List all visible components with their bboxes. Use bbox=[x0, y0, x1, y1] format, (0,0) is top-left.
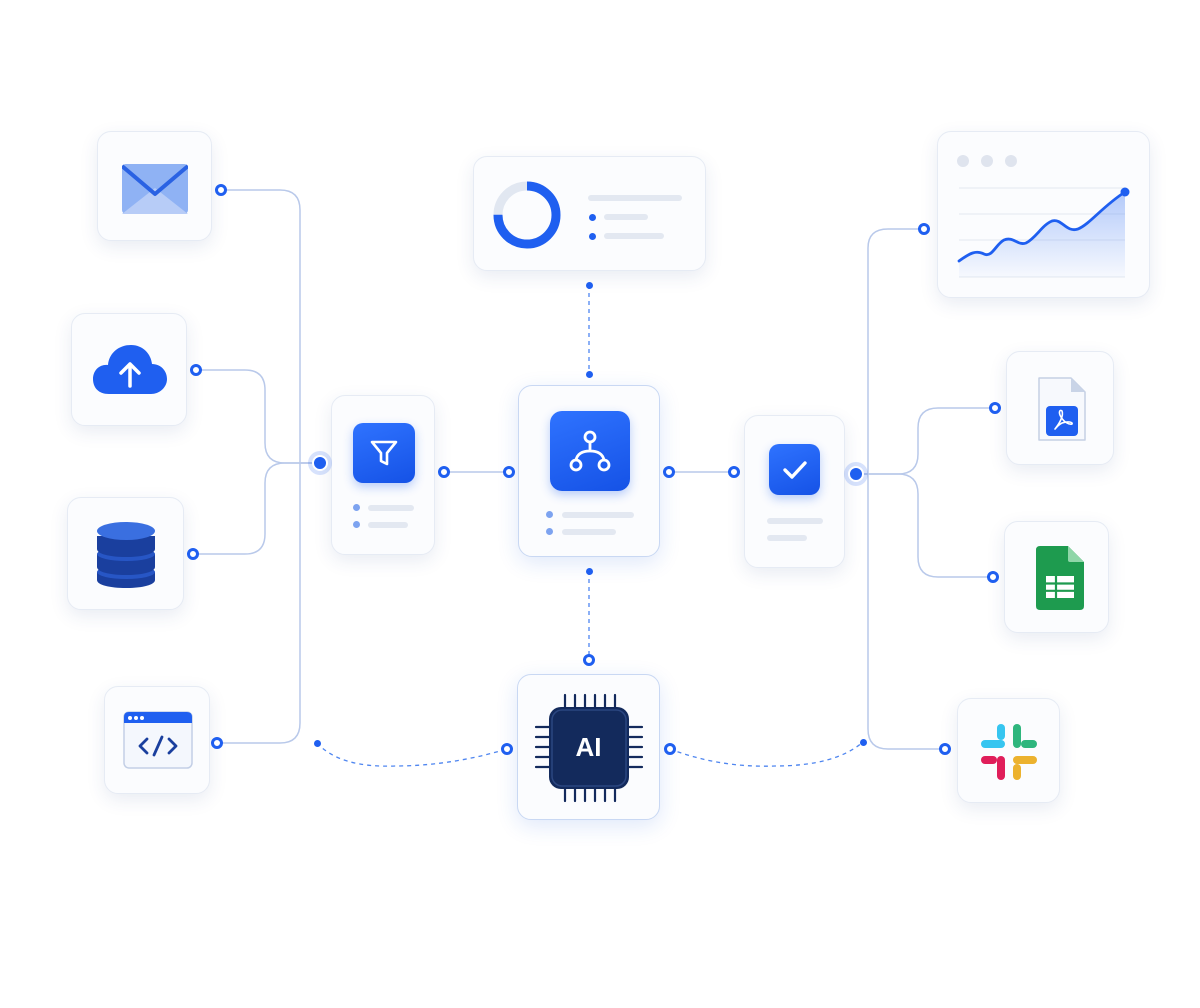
email-port[interactable] bbox=[215, 184, 227, 196]
workflow-line bbox=[562, 529, 616, 535]
email-source-card[interactable] bbox=[97, 131, 212, 241]
donut-chart-icon bbox=[493, 181, 561, 249]
line-chart-icon bbox=[957, 155, 1130, 278]
output-hub-port[interactable] bbox=[848, 466, 864, 482]
wire-pdf bbox=[856, 407, 995, 475]
cloud-upload-icon bbox=[93, 345, 167, 394]
workflow-bullet bbox=[546, 528, 553, 535]
workflow-out-port[interactable] bbox=[663, 466, 675, 478]
database-source-card[interactable] bbox=[67, 497, 184, 610]
sheets-port[interactable] bbox=[987, 571, 999, 583]
filter-button[interactable] bbox=[353, 423, 415, 483]
workflow-in-port[interactable] bbox=[503, 466, 515, 478]
panel-bullet bbox=[588, 213, 596, 221]
pdf-port[interactable] bbox=[989, 402, 1001, 414]
wire-chart bbox=[856, 228, 924, 475]
panel-bottom-dot bbox=[585, 281, 593, 289]
wire-database bbox=[193, 462, 320, 555]
ai-chip-label: AI bbox=[575, 731, 602, 762]
ai-left-port[interactable] bbox=[501, 743, 513, 755]
code-window-icon bbox=[123, 711, 193, 769]
checkmark-icon bbox=[782, 460, 807, 479]
filter-bullet bbox=[353, 521, 360, 528]
approval-step-card[interactable] bbox=[744, 415, 845, 568]
approval-line bbox=[767, 535, 807, 541]
ai-right-port[interactable] bbox=[664, 743, 676, 755]
panel-line bbox=[604, 214, 648, 220]
input-hub-port[interactable] bbox=[312, 455, 328, 471]
workflow-bottom-dot bbox=[585, 567, 593, 575]
ai-engine-card[interactable]: AI bbox=[517, 674, 660, 820]
approve-button[interactable] bbox=[769, 444, 820, 495]
pdf-output-card[interactable] bbox=[1006, 351, 1114, 465]
chart-port[interactable] bbox=[918, 223, 930, 235]
dashed-right-end-dot bbox=[859, 738, 867, 746]
workflow-button[interactable] bbox=[550, 411, 630, 491]
wire-cloud bbox=[196, 369, 320, 464]
slack-port[interactable] bbox=[939, 743, 951, 755]
database-port[interactable] bbox=[187, 548, 199, 560]
donut-progress-arc bbox=[493, 181, 561, 249]
cloud-port[interactable] bbox=[190, 364, 202, 376]
wire-slack bbox=[867, 474, 945, 750]
filter-line bbox=[368, 505, 414, 511]
slack-icon bbox=[981, 724, 1037, 780]
workflow-hub-card[interactable] bbox=[518, 385, 660, 557]
approval-line bbox=[767, 518, 823, 524]
wire-ai-left-dashed bbox=[316, 742, 508, 767]
google-sheets-icon bbox=[1036, 546, 1084, 610]
workflow-branch-icon bbox=[569, 430, 611, 472]
pdf-file-icon bbox=[1038, 377, 1086, 441]
workflow-line bbox=[562, 512, 634, 518]
ai-top-port[interactable] bbox=[583, 654, 595, 666]
filter-out-port[interactable] bbox=[438, 466, 450, 478]
filter-step-card[interactable] bbox=[331, 395, 435, 555]
slack-output-card[interactable] bbox=[957, 698, 1060, 803]
dashed-left-end-dot bbox=[313, 739, 321, 747]
envelope-icon bbox=[122, 164, 188, 214]
database-icon bbox=[97, 522, 155, 588]
spreadsheet-output-card[interactable] bbox=[1004, 521, 1109, 633]
filter-bullet bbox=[353, 504, 360, 511]
ai-chip-icon bbox=[534, 693, 644, 803]
approval-in-port[interactable] bbox=[728, 466, 740, 478]
cloud-upload-source-card[interactable] bbox=[71, 313, 187, 426]
filter-line bbox=[368, 522, 408, 528]
wire-email bbox=[221, 189, 320, 464]
summary-panel[interactable] bbox=[473, 156, 706, 271]
wire-sheets bbox=[856, 473, 993, 578]
code-source-card[interactable] bbox=[104, 686, 210, 794]
panel-line bbox=[588, 195, 682, 201]
trend-line bbox=[957, 190, 1127, 263]
panel-bullet bbox=[588, 232, 596, 240]
wire-ai-right-dashed bbox=[669, 741, 864, 767]
analytics-chart-card[interactable] bbox=[937, 131, 1150, 298]
wire-code bbox=[217, 463, 301, 744]
workflow-top-dot bbox=[585, 370, 593, 378]
filter-icon bbox=[370, 440, 398, 466]
panel-line bbox=[604, 233, 664, 239]
code-port[interactable] bbox=[211, 737, 223, 749]
workflow-bullet bbox=[546, 511, 553, 518]
